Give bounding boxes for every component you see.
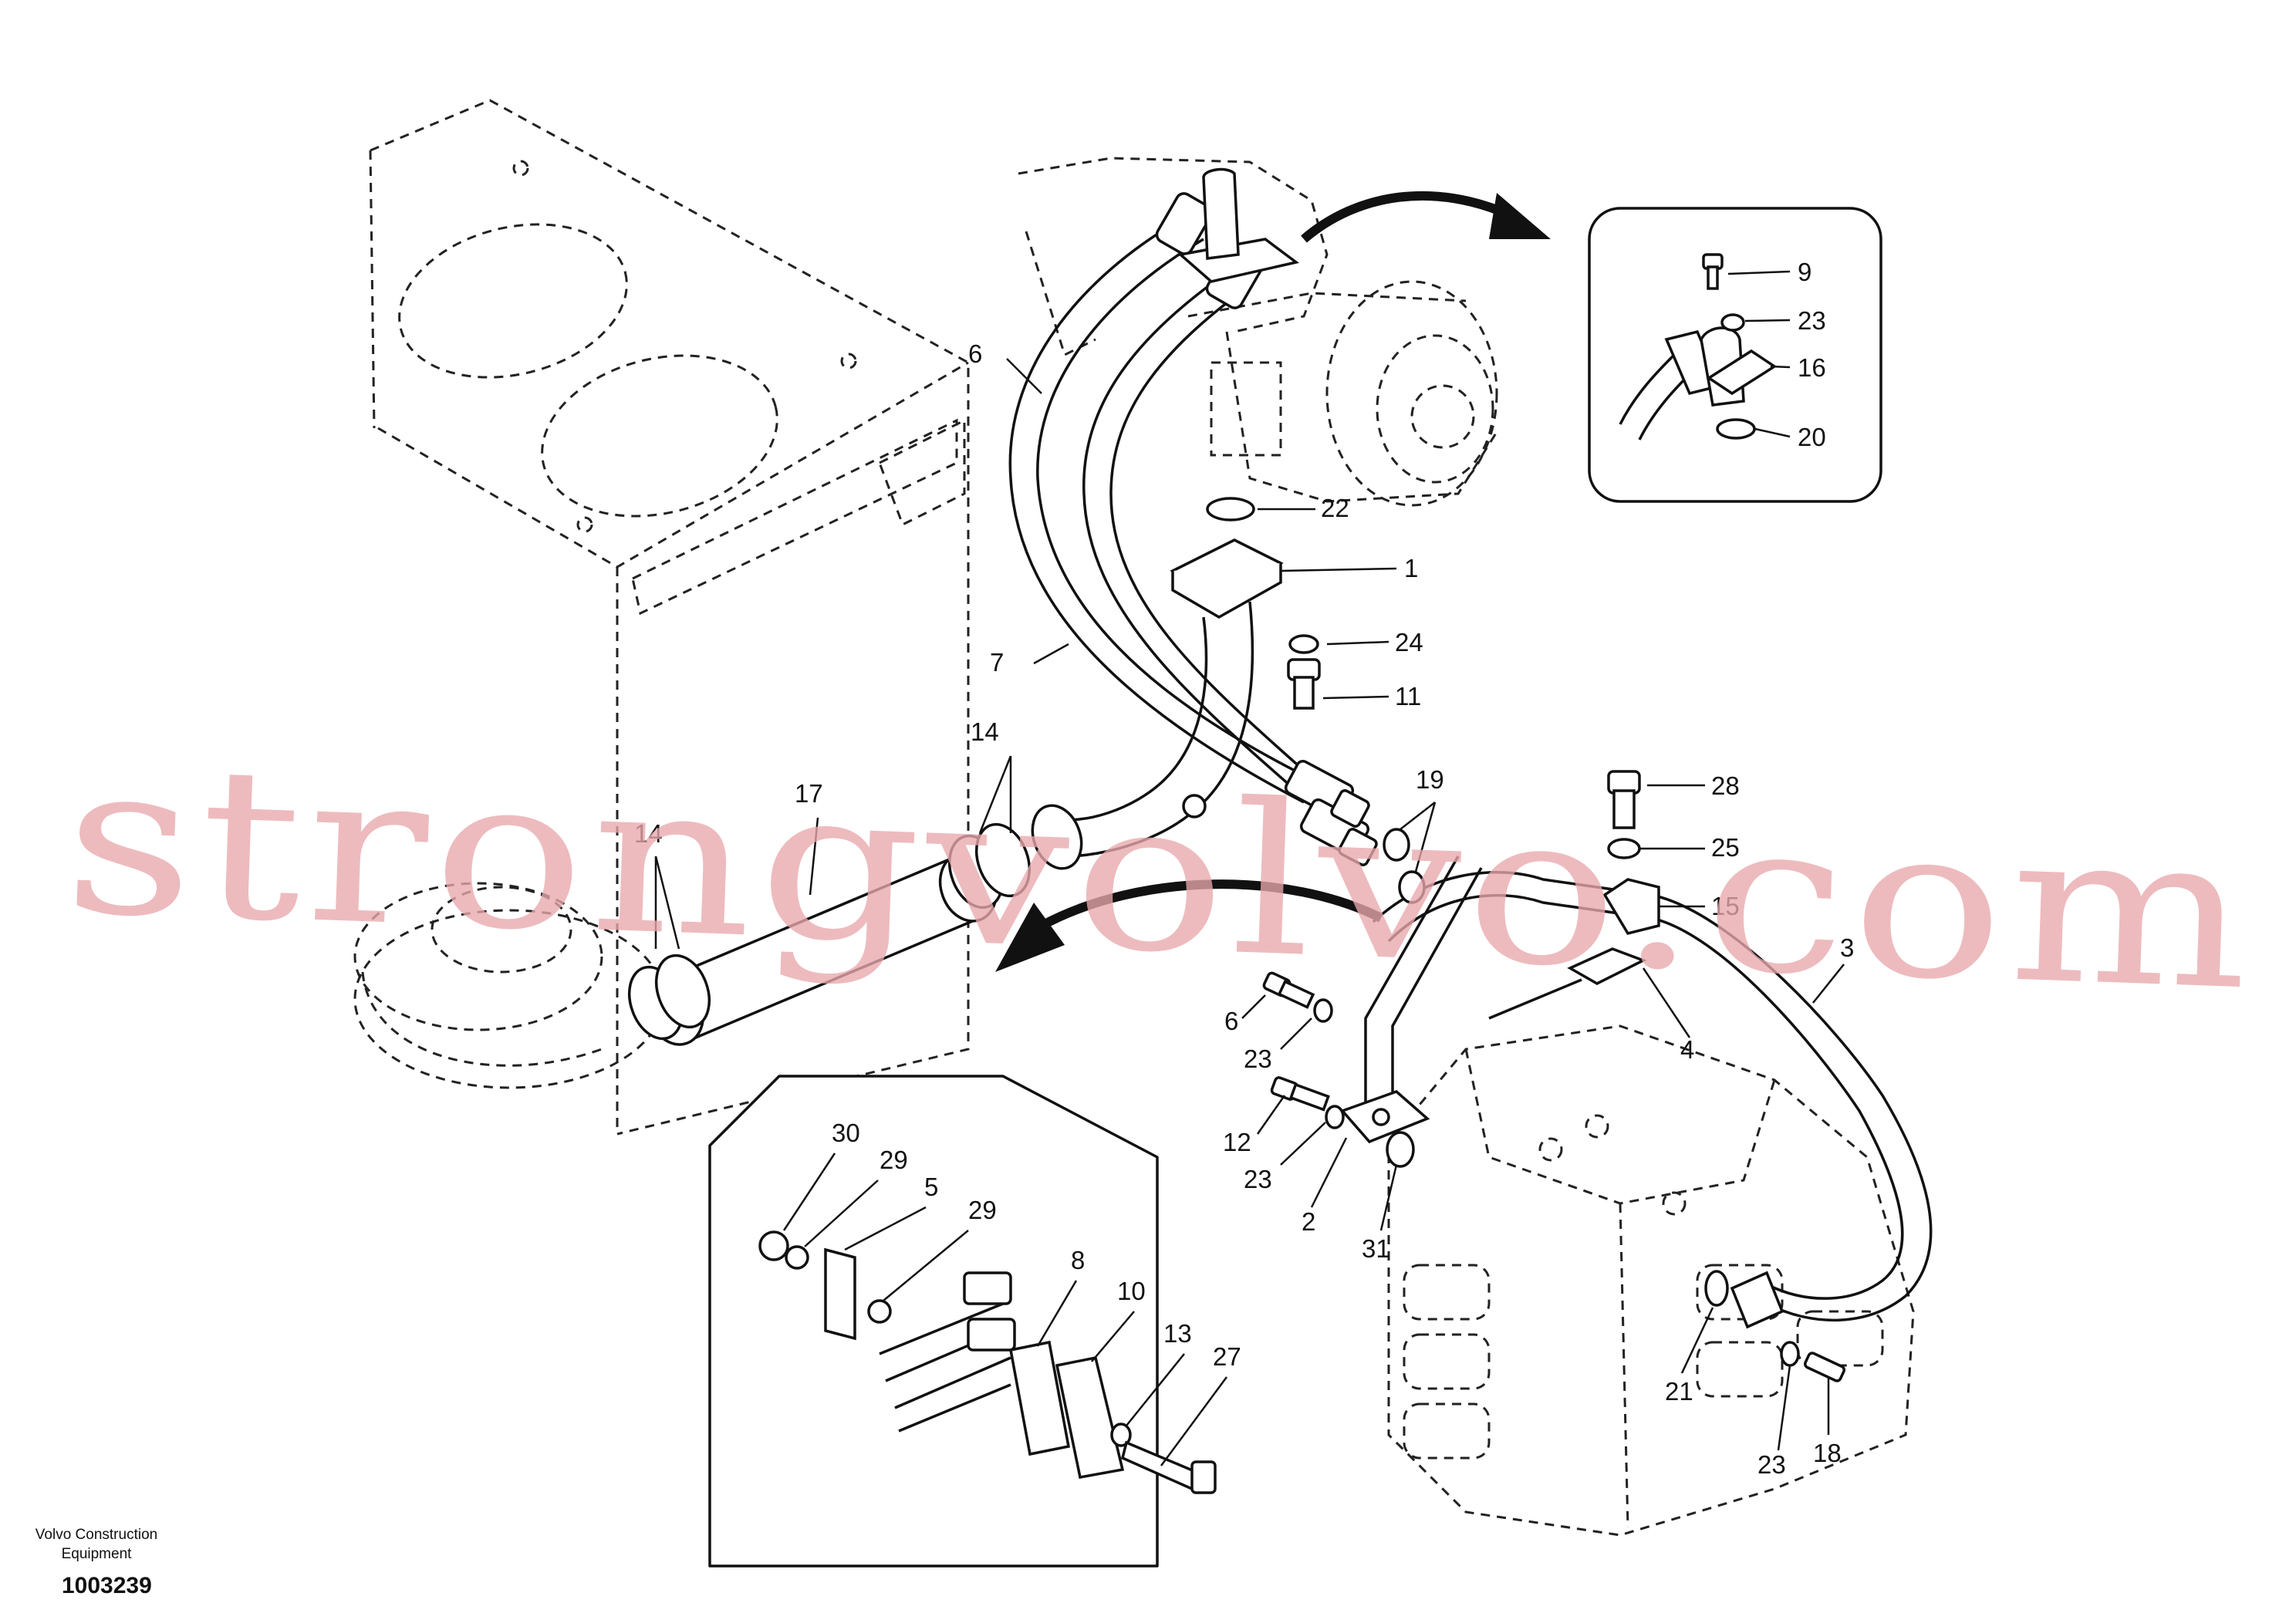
label-6-hose: 6 [968, 339, 982, 368]
label-9: 9 [1798, 258, 1811, 286]
oring-19 [1383, 828, 1426, 904]
label-30: 30 [832, 1119, 860, 1147]
label-10: 10 [1117, 1277, 1146, 1305]
label-19: 19 [1416, 765, 1444, 794]
pipe-3 [1372, 871, 1933, 1329]
label-22: 22 [1321, 494, 1349, 522]
control-valve-outline [1387, 1024, 1915, 1537]
label-2: 2 [1302, 1207, 1315, 1236]
bolt-28 [1607, 770, 1641, 829]
detail-arrow-top [1301, 191, 1551, 243]
drawing-number: 1003239 [62, 1573, 152, 1598]
bolt-6 [1262, 971, 1333, 1023]
suction-pipe-1 [1031, 538, 1284, 870]
label-28: 28 [1711, 771, 1740, 800]
bolt-12 [1270, 1076, 1345, 1129]
company-name-line2: Equipment [62, 1546, 133, 1562]
label-4: 4 [1680, 1035, 1694, 1064]
label-29-a: 29 [880, 1146, 908, 1174]
detail-arrow-bottom [995, 879, 1383, 972]
bracket-4 [1488, 947, 1647, 1020]
label-23-b: 23 [1244, 1165, 1272, 1193]
label-14-lower: 14 [634, 819, 663, 848]
pressure-hose-7 [1082, 268, 1332, 819]
leader-lines [654, 270, 1845, 1466]
pipe-2 [1339, 856, 1483, 1144]
label-20: 20 [1798, 423, 1826, 451]
pump-fittings [1155, 167, 1300, 309]
label-21: 21 [1665, 1377, 1693, 1406]
bolt-18 [1780, 1341, 1845, 1382]
bolt-11 [1287, 658, 1321, 710]
washer-24 [1288, 634, 1319, 654]
oring-21 [1704, 1270, 1729, 1307]
part-labels: 1 24 11 22 6 7 14 14 17 19 28 25 15 3 4 … [634, 258, 1854, 1479]
label-23-d: 23 [1798, 306, 1826, 335]
pressure-hose-6 [1008, 218, 1312, 804]
label-12: 12 [1223, 1128, 1251, 1156]
label-29-b: 29 [968, 1196, 997, 1224]
hose-clamps-14 [627, 822, 1032, 1041]
label-16: 16 [1798, 353, 1826, 382]
label-23-c: 23 [1757, 1450, 1786, 1479]
label-14-upper: 14 [971, 717, 999, 746]
label-17: 17 [795, 779, 823, 808]
label-31: 31 [1362, 1234, 1390, 1263]
label-25: 25 [1711, 833, 1740, 862]
label-13: 13 [1163, 1319, 1192, 1348]
label-8: 8 [1071, 1246, 1085, 1274]
label-6-bolt: 6 [1224, 1007, 1238, 1035]
label-24: 24 [1395, 628, 1423, 656]
label-23-a: 23 [1244, 1045, 1272, 1073]
oring-22 [1206, 497, 1255, 521]
hose-end-fittings [1284, 759, 1378, 866]
hydraulic-pump-outline [1018, 157, 1498, 507]
oring-31 [1386, 1131, 1415, 1168]
watermark-text: strongvolvo.com [61, 717, 2259, 1037]
label-7: 7 [990, 648, 1004, 677]
label-1: 1 [1404, 554, 1418, 582]
label-3: 3 [1840, 933, 1854, 962]
detail-box-flange [1588, 207, 1882, 503]
label-15: 15 [1711, 892, 1740, 920]
label-18: 18 [1813, 1439, 1842, 1467]
label-27: 27 [1213, 1342, 1241, 1371]
label-11: 11 [1395, 682, 1421, 710]
detail-box-clamp [708, 1075, 1217, 1568]
label-5: 5 [924, 1173, 938, 1201]
company-name-line1: Volvo Construction [35, 1527, 157, 1543]
